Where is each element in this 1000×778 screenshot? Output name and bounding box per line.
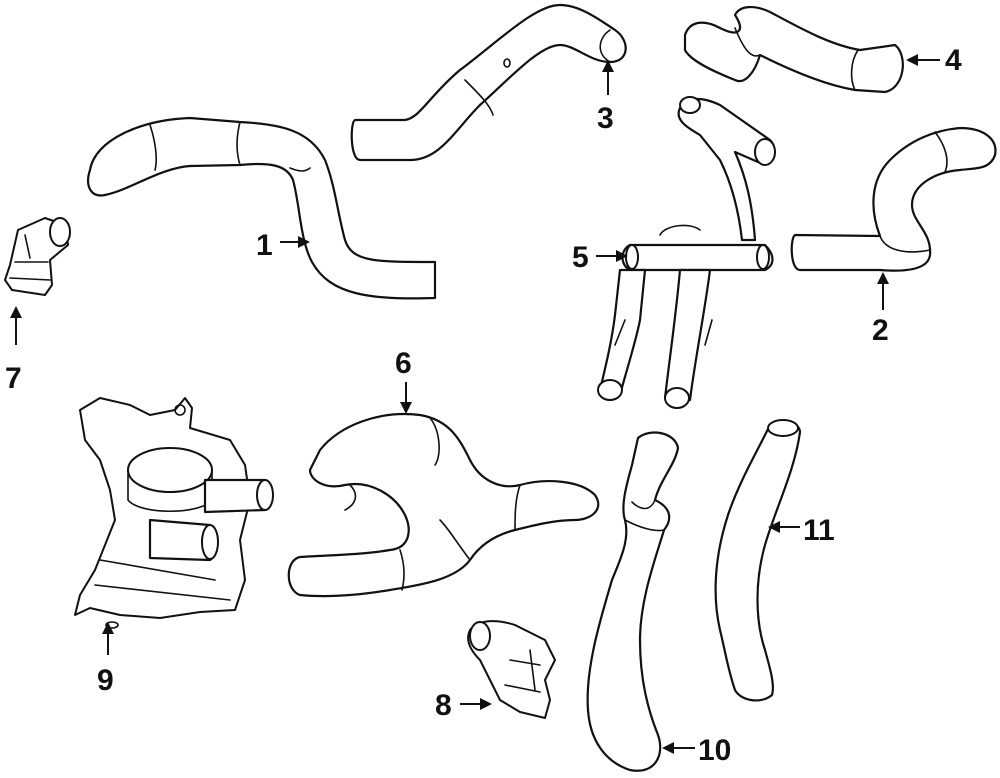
callout-label-7: 7 [5,362,22,395]
callout-1: 1 [256,229,310,262]
callout-label-8: 8 [435,689,452,722]
callout-label-1: 1 [256,229,273,262]
callout-6: 6 [395,347,412,414]
callout-2: 2 [872,272,889,347]
part-1-heater-hose[interactable] [87,116,437,300]
callout-label-11: 11 [803,514,835,547]
part-10-hose[interactable] [586,431,680,772]
callout-10: 10 [662,734,731,767]
part-11-hose[interactable] [714,419,802,702]
part-8-sensor[interactable] [467,620,556,719]
callout-label-6: 6 [395,347,412,380]
callout-label-3: 3 [597,102,614,135]
callout-label-5: 5 [572,241,589,274]
part-5-pipe-assembly[interactable] [597,96,776,409]
callout-label-4: 4 [945,44,962,77]
part-9-pump[interactable] [74,397,274,629]
callout-4: 4 [906,44,962,77]
callout-11: 11 [768,514,835,547]
part-7-sensor[interactable] [4,217,71,296]
callout-5: 5 [572,241,628,274]
part-2-hose[interactable] [790,126,997,272]
part-4-hose[interactable] [683,6,904,94]
callout-3: 3 [597,60,614,135]
callout-label-9: 9 [97,664,114,697]
callout-8: 8 [435,689,492,722]
part-6-hose[interactable] [287,413,600,598]
part-3-hose[interactable] [350,3,627,162]
callout-9: 9 [97,622,114,697]
callout-7: 7 [5,306,22,395]
callout-label-10: 10 [698,734,731,767]
callout-label-2: 2 [872,314,889,347]
